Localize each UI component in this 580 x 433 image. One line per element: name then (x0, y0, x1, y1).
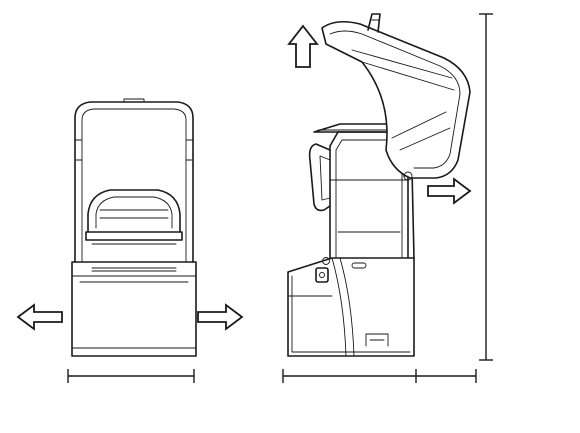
front-width-dimension (68, 369, 194, 383)
side-depth-dimension (283, 369, 416, 383)
front-view (72, 99, 196, 356)
lid-up-arrow (289, 26, 317, 67)
right-clearance-arrow (198, 305, 242, 329)
front-base-grille (92, 268, 176, 271)
open-height-dimension (479, 14, 493, 360)
side-indicator (352, 263, 366, 268)
side-view-lid-open (288, 14, 470, 356)
rear-clearance-arrow (428, 179, 470, 203)
side-control-knob (316, 258, 330, 283)
rear-clearance-dimension (416, 369, 476, 383)
side-vent (366, 334, 388, 346)
left-clearance-arrow (18, 305, 62, 329)
